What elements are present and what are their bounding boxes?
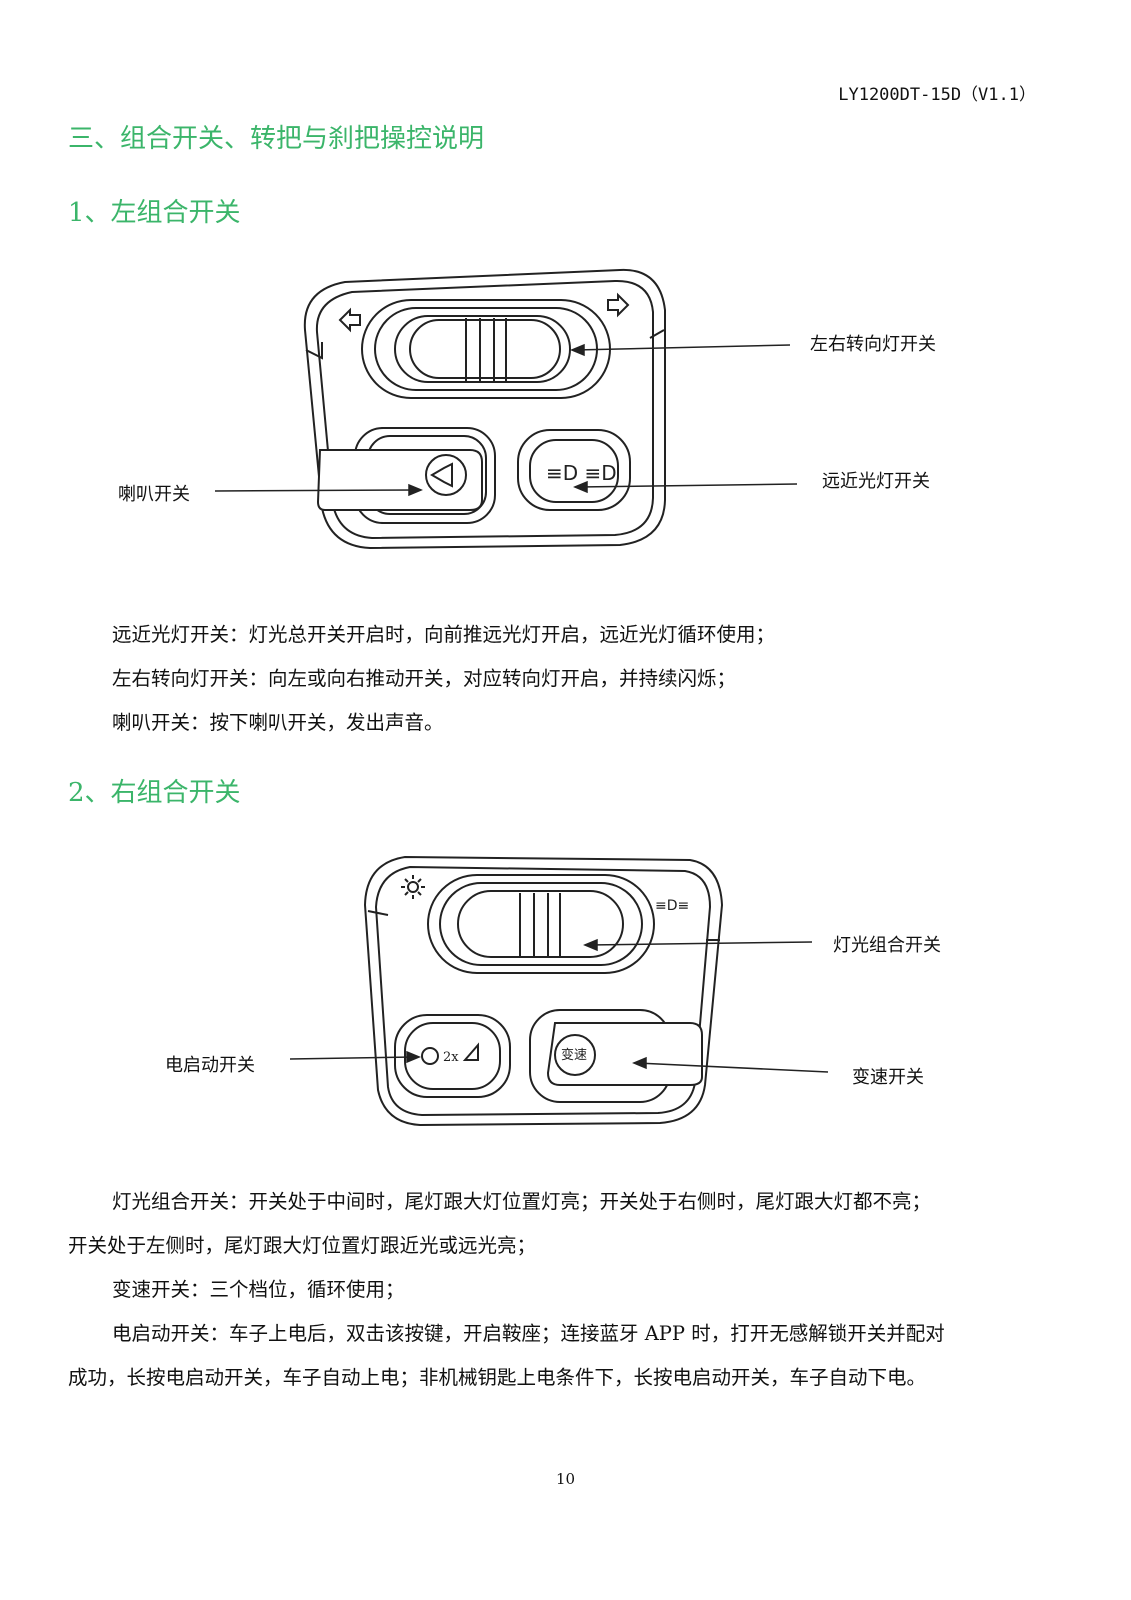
left-switch-title: 1、左组合开关 xyxy=(68,198,241,228)
svg-text:≡D ≡D: ≡D ≡D xyxy=(546,461,617,485)
svg-text:≡D≡: ≡D≡ xyxy=(655,898,689,914)
label-light-combo: 灯光组合开关 xyxy=(833,935,941,956)
label-speed: 变速开关 xyxy=(852,1067,924,1088)
left-para-1: 远近光灯开关：灯光总开关开启时，向前推远光灯开启，远近光灯循环使用； xyxy=(112,623,776,646)
speed-button-text: 变速 xyxy=(561,1047,587,1063)
right-para-speed: 变速开关：三个档位，循环使用； xyxy=(112,1278,405,1301)
start-button-text: 2x xyxy=(443,1050,459,1065)
label-turn-signal: 左右转向灯开关 xyxy=(810,334,936,355)
header-doc-code: LY1200DT-15D（V1.1） xyxy=(838,85,1036,105)
left-para-3: 喇叭开关：按下喇叭开关，发出声音。 xyxy=(112,711,444,734)
right-para-light-2: 开关处于左侧时，尾灯跟大灯位置灯跟近光或远光亮； xyxy=(68,1234,537,1257)
right-para-start-2: 成功，长按电启动开关，车子自动上电；非机械钥匙上电条件下，长按电启动开关，车子自… xyxy=(68,1366,927,1389)
label-start: 电启动开关 xyxy=(165,1055,255,1076)
right-switch-title: 2、右组合开关 xyxy=(68,778,241,808)
label-horn: 喇叭开关 xyxy=(118,484,190,505)
section-title: 三、组合开关、转把与刹把操控说明 xyxy=(68,124,485,154)
left-para-2: 左右转向灯开关：向左或向右推动开关，对应转向灯开启，并持续闪烁； xyxy=(112,667,737,690)
right-para-start-1: 电启动开关：车子上电后，双击该按键，开启鞍座；连接蓝牙 APP 时，打开无感解锁… xyxy=(112,1322,945,1345)
right-para-light-1: 灯光组合开关：开关处于中间时，尾灯跟大灯位置灯亮；开关处于右侧时，尾灯跟大灯都不… xyxy=(112,1190,932,1213)
label-beam: 远近光灯开关 xyxy=(822,471,930,492)
page-number: 10 xyxy=(555,1470,576,1488)
right-switch-diagram: ≡D≡ 2x 变速 xyxy=(289,855,829,1127)
left-switch-diagram: ≡D ≡D xyxy=(214,268,798,550)
